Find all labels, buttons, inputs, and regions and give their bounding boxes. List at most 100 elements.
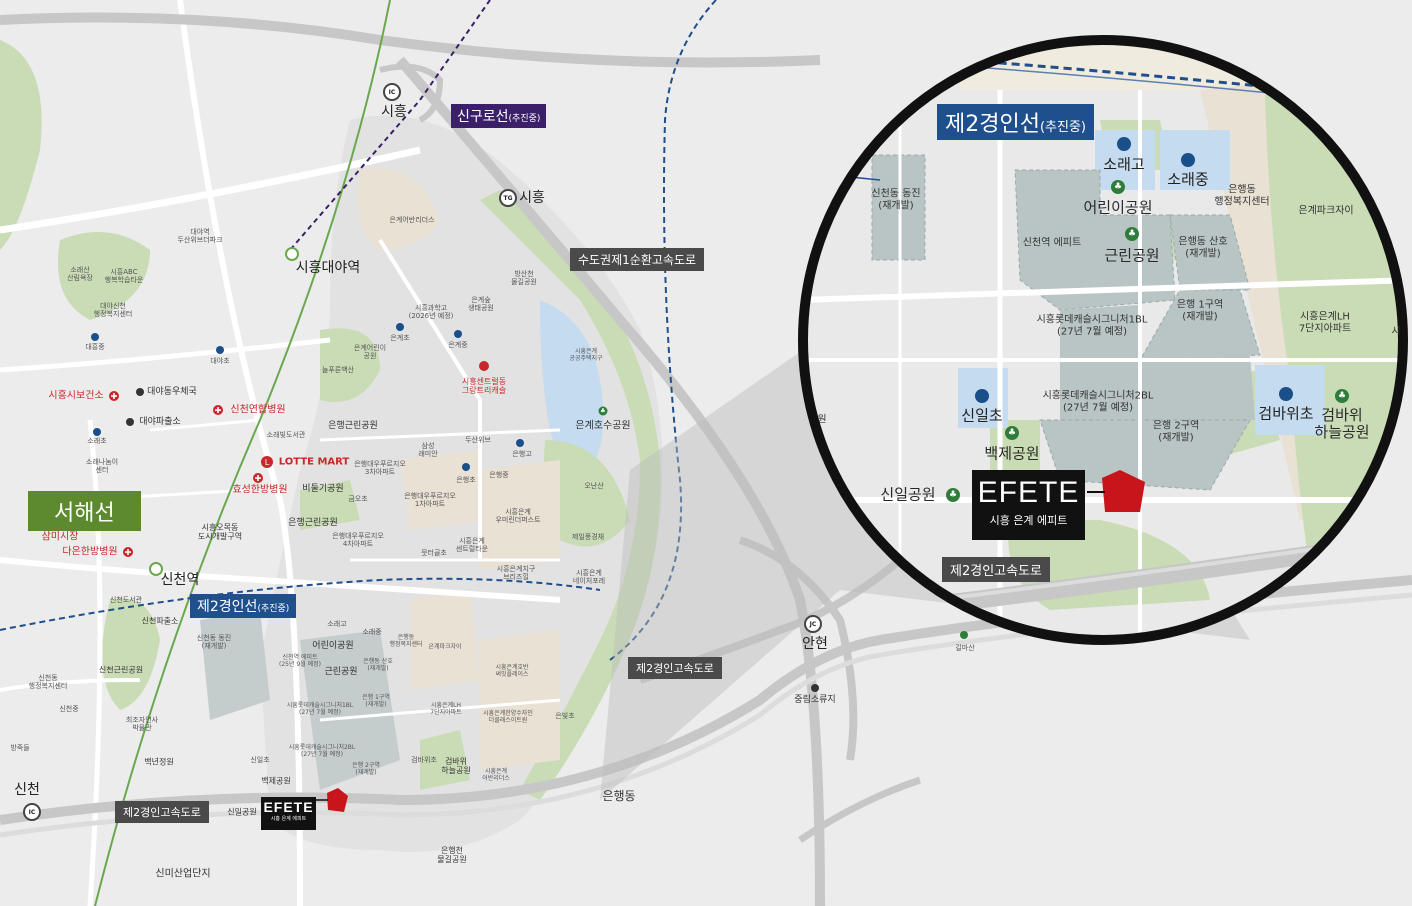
siheung-center-label: 시흥센트럴동 그랑트리캐슬 [461,376,507,395]
school-icon [454,330,462,338]
eungye-lake [540,300,604,470]
motaegol-label: 뭇터골초 [421,548,447,557]
sorae-elem-label: 소래초 [87,436,107,445]
siheung-daeya-station-label: 시흥대야역 [295,259,361,276]
school-icon [216,346,224,354]
daeheung-mid-label: 대흥중 [85,342,105,351]
c-sincheon-epi-label: 신천역 에피트 [1022,237,1082,249]
siheung-eungye-district-label: 시흥은계 공공주택지구 [569,348,603,362]
small-geombawi-label: 검바위초 [411,755,437,764]
small-urban-label: 시흥은계 어반리더스 [482,768,510,782]
c-sanho-label: 은행동 산호 (재개발) [1178,236,1228,260]
mart-icon: L [261,456,273,468]
small-eorini-park-label: 어린이공원 [312,640,354,651]
jeil-label: 제일풍경채 [571,532,605,541]
daeya-post-label: 대야동우체국 [147,386,197,397]
eungye-breeze-label: 시흥은계지구 브리즈힐 [496,564,536,581]
hospital-icon: ✚ [213,405,223,415]
dusan-label: 두산위브 [465,435,491,444]
siheung-ic-label: 시흥 [381,103,407,120]
ic-icon: IC [383,83,401,101]
anhyeon-jc-label: 안현 [802,635,828,652]
jungnim-label: 중림소류지 [794,694,836,705]
efete-large-badge: EFETE 시흥 은계 에피트 [972,470,1085,540]
daeon-hosp-label: 다온한방병원 [62,546,118,558]
small-sinil-elem-label: 신일초 [250,755,270,764]
daeya-welfare-label: 대야신천 행정복지센터 [93,301,133,318]
hospital-icon: ✚ [109,391,119,401]
inset-circle-border [798,35,1408,645]
small-eunbit-label: 은빛초 [555,711,575,720]
gyeongin2-road-box: 제2경인고속도로 [628,657,722,679]
siheung-tg-label: 시흥 [519,189,545,206]
eungyeo-park-label: 은계어린이 공원 [353,343,387,360]
efete-small-subtitle: 시흥 은계 에피트 [270,816,307,822]
small-hoban-label: 시흥은계호반 써밋플레이스 [495,664,529,678]
c-lotte1-label: 시흥롯데캐슬시그니처1BL (27년 7월 예정) [1036,314,1148,338]
green-hill-sorae [58,232,150,320]
bus-icon [811,684,819,692]
efete-large-subtitle: 시흥 은계 에피트 [989,514,1068,527]
bangjuk-label: 방죽들 [10,743,30,752]
park-icon: ♣ [1335,389,1349,403]
hospital-icon: ✚ [123,547,133,557]
small-sorae-high-label: 소래고 [327,619,347,628]
c-eorini-park-label: 어린이공원 [1083,198,1153,217]
small-lotte2-label: 시흥롯데캐슬시그니처2BL (27년 7월 예정) [288,744,356,758]
jc-icon: JC [804,615,822,633]
singu-rail-line [289,0,491,251]
redev-small-2 [300,630,400,790]
small-sinil-park-label: 신일공원 [227,807,257,817]
siheung-health-label: 시흥시보건소 [48,390,104,402]
c-lotte2-label: 시흥롯데캐슬시그니처2BL (27년 7월 예정) [1042,390,1154,414]
small-sincheon-redev-label: 신천동 동진 (재개발) [196,633,232,650]
green-hill-left [0,40,42,250]
school-icon [975,389,989,403]
c-edge-partial: 원 [817,414,827,426]
c-eunhaeng2-label: 은행 2구역 (재개발) [1152,420,1200,444]
school-icon [1181,153,1195,167]
small-sincheon-epi-label: 신천역 에피트 (25년 9월 예정) [278,654,322,668]
school-icon [396,323,404,331]
sincheon-welfare-label: 신천동 행정복지센터 [28,673,68,690]
park-icon: ♣ [946,488,960,502]
c-eunhaeng-welfare-label: 은행동 행정복지센터 [1214,184,1270,208]
green-geombawi-small [420,730,470,790]
daewoo4-label: 은행대우푸르지오 4차아파트 [332,531,384,548]
sammi-market-label: 삼미시장 [41,531,79,543]
c-eunhaeng1-label: 은행 1구역 (재개발) [1176,299,1224,323]
post-icon [136,388,144,396]
school-icon [1117,137,1131,151]
siheung-ocean-label: 시흥오목동 도시개발구역 [197,522,243,541]
eungyeo-mid-label: 은계중 [448,340,468,349]
tg-icon: TG [499,189,517,207]
park-icon: ♣ [1111,180,1125,194]
police-icon [126,418,134,426]
inset-gyeongin2-line-box: 제2경인선(추진중) [937,104,1094,140]
sinchon-hosp-label: 신천연합병원 [230,404,286,416]
apt-block-2 [400,450,490,530]
apt-block-1 [357,168,440,250]
small-sanho-label: 은행동 산호 (재개발) [363,658,393,672]
c-baekje-park-label: 백제공원 [984,444,1040,463]
c-sorae-mid-label: 소래중 [1167,170,1209,189]
c-geombawi-park-label: 검바위 하늘공원 [1314,405,1370,441]
park-icon [960,631,968,639]
school-icon [91,333,99,341]
seohae-rail-line [94,0,391,906]
sorae-forest-label: 소래산 산림욕장 [67,265,93,282]
bangsan-park-label: 방산천 물길공원 [511,269,537,286]
green-eungye-park [320,328,380,402]
singu-line-box: 신구로선(추진중) [451,104,547,128]
sincheon-ic-label: 신천 [14,781,40,798]
c-geunrin-park-label: 근린공원 [1104,246,1160,265]
efete-small-badge: EFETE 시흥 은계 에피트 [261,797,316,830]
small-eunhaeng2-label: 은행 2구역 (재개발) [352,762,380,776]
geumo-elem-label: 금오초 [348,494,368,503]
hospital-icon: ✚ [253,473,263,483]
apt-block-3 [480,460,560,570]
green-belt [480,190,661,800]
gyeongin2-line-box: 제2경인선(추진중) [190,594,297,618]
